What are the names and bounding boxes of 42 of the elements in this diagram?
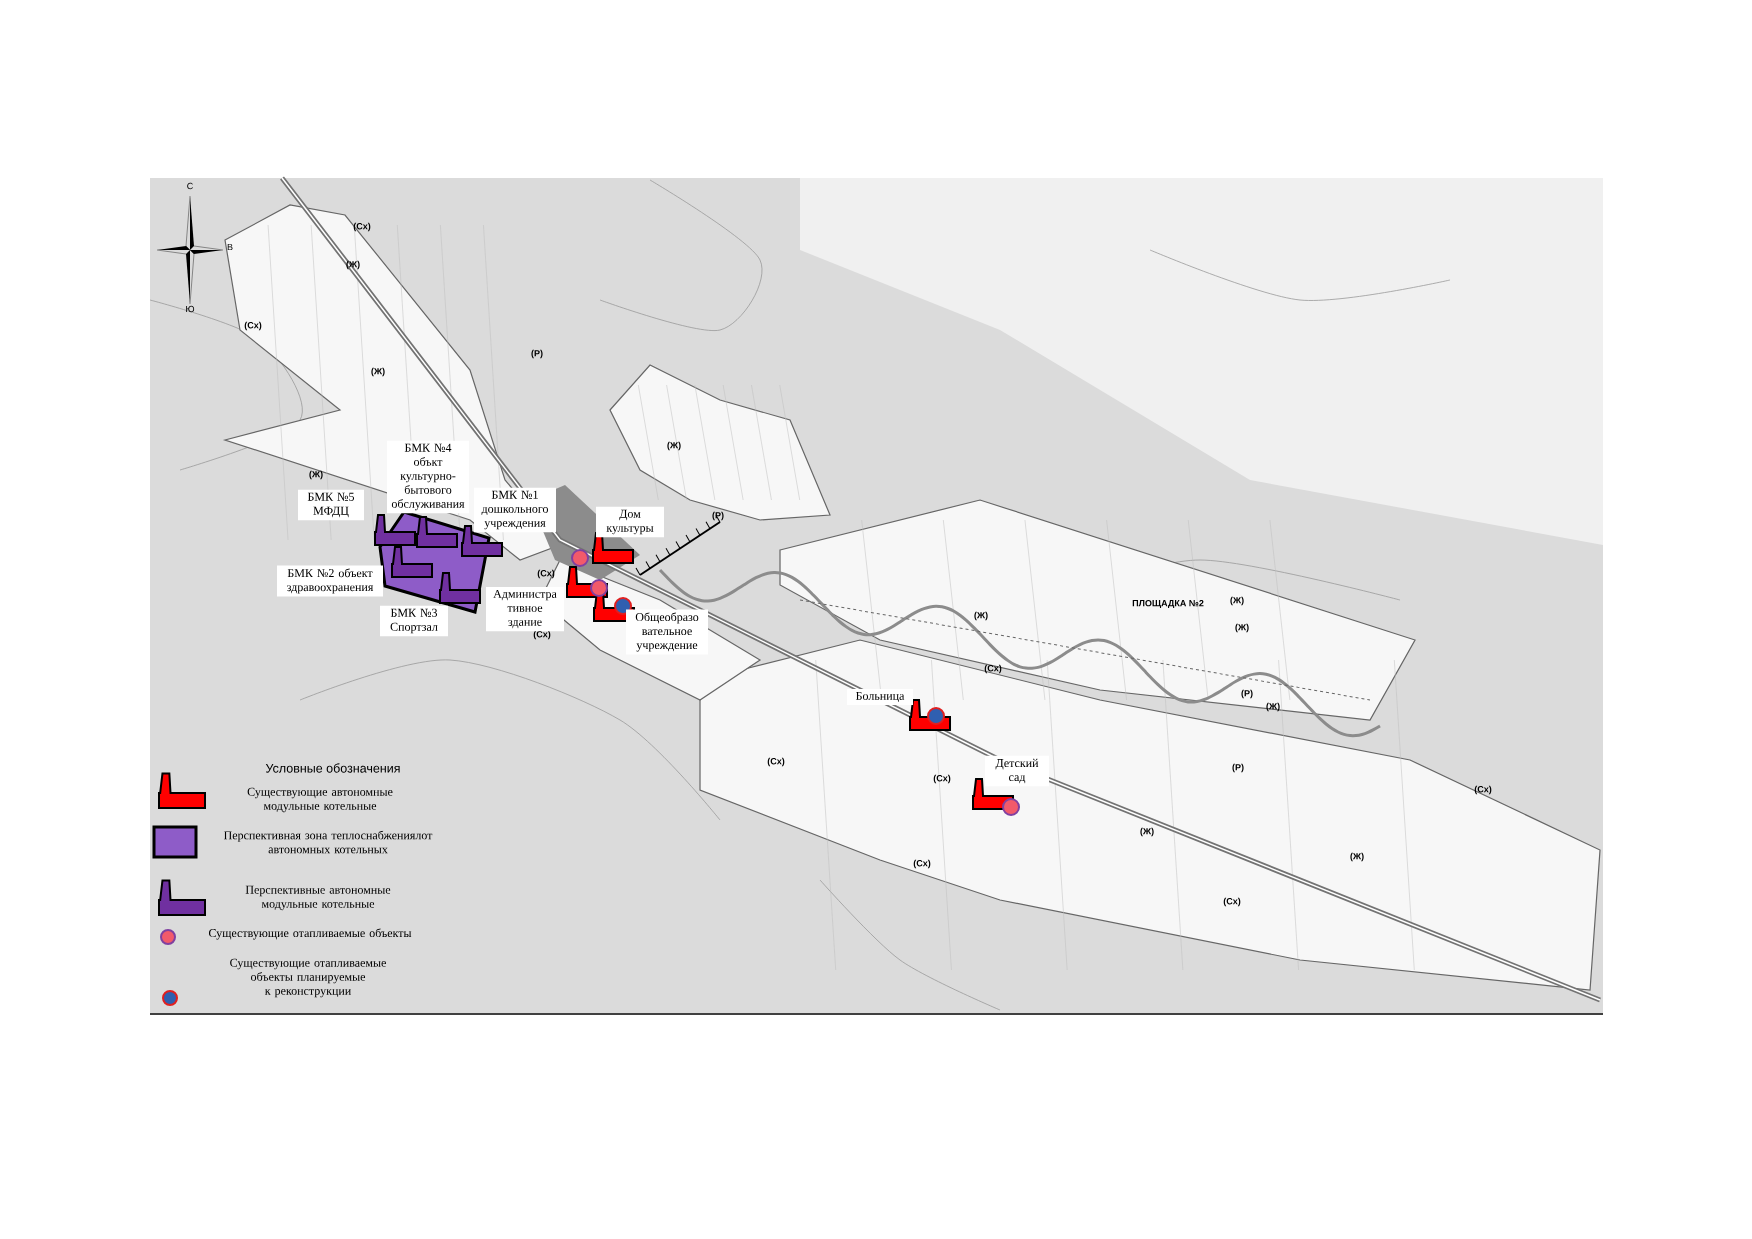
zone-code: (Сх) xyxy=(1474,785,1492,795)
label-box: Детский сад xyxy=(985,755,1049,787)
zone-code: (Сх) xyxy=(1223,897,1241,907)
label-box: Администра тивное здание xyxy=(486,586,564,632)
zone-code: (Ж) xyxy=(667,441,681,451)
legend-text: Существующие автономные модульные котельные xyxy=(247,787,393,813)
label-box: БМК №1 дошкольного учреждения xyxy=(474,487,556,533)
zone-code: (Сх) xyxy=(767,757,785,767)
zone-code: (Сх) xyxy=(533,630,551,640)
legend-text: Существующие отапливаемые объекты xyxy=(208,928,412,940)
zone-code: (Сх) xyxy=(984,664,1002,674)
zone-code: (Ж) xyxy=(1235,623,1249,633)
zone-code: ПЛОЩАДКА №2 xyxy=(1132,599,1204,609)
label-box: БМК №5 МФДЦ xyxy=(298,489,364,521)
zone-code: (Ж) xyxy=(974,611,988,621)
zone-code: (Ж) xyxy=(371,367,385,377)
zone-code: (Р) xyxy=(1241,689,1253,699)
legend-text: Перспективные автономные модульные котельные xyxy=(245,885,391,911)
zone-code: (Сх) xyxy=(933,774,951,784)
zone-code: (Ж) xyxy=(1140,827,1154,837)
zone-code: (Ж) xyxy=(309,470,323,480)
zone-code: (Сх) xyxy=(353,222,371,232)
zone-code: (Ж) xyxy=(1350,852,1364,862)
zone-code: (Сх) xyxy=(244,321,262,331)
zone-code: (Ж) xyxy=(346,260,360,270)
compass-letter: С xyxy=(187,182,193,190)
label-box: Общеобразо вательное учреждение xyxy=(626,609,708,655)
compass-letter: В xyxy=(227,243,233,251)
zone-code: (Ж) xyxy=(1230,596,1244,606)
legend-title: Условные обозначения xyxy=(265,763,400,773)
label-box: БМК №3 Спортзал xyxy=(380,605,448,637)
label-box: БМК №2 объект здравоохранения xyxy=(277,565,383,597)
zone-code: (Р) xyxy=(712,511,724,521)
zone-code: (Ж) xyxy=(1266,702,1280,712)
zone-code: (Сх) xyxy=(913,859,931,869)
label-box: Дом культуры xyxy=(596,506,664,538)
label-box: БМК №4 объкт культурно-бытового обслуживания xyxy=(387,440,469,514)
legend-text: Перспективная зона теплоснабжениялот автономных котельных xyxy=(223,830,433,854)
zone-code: (Р) xyxy=(1232,763,1244,773)
legend-text: Существующие отапливаемые объекты планируемые к реконструкции xyxy=(230,958,386,998)
zone-code: (Р) xyxy=(531,349,543,359)
compass-letter: Ю xyxy=(186,305,195,313)
